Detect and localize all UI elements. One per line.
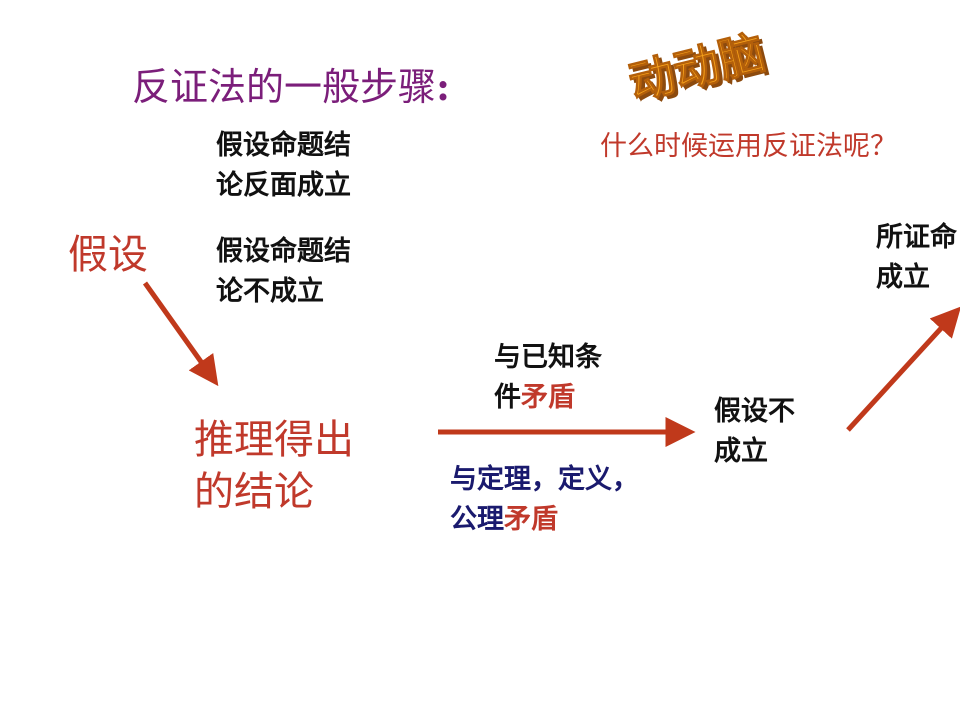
contradiction-2-prefix: 与定理，定义， 公理 xyxy=(450,464,639,535)
title-text: 反证法的一般步骤 xyxy=(132,65,437,109)
title-colon: : xyxy=(436,64,451,109)
assume-desc-2: 假设命题结 论不成立 xyxy=(216,236,351,307)
slide-title: 反证法的一般步骤: xyxy=(132,56,450,111)
arrow-up-right-icon xyxy=(846,306,960,432)
contradiction-1-prefix: 与已知条 件 xyxy=(494,342,602,413)
badge-wordart: 动动脑 动动脑 xyxy=(623,24,774,113)
contradiction-1-suffix: 矛盾 xyxy=(521,382,575,413)
step-proved: 所证命 成立 xyxy=(876,222,957,293)
think-badge: 动动脑 动动脑 xyxy=(618,14,788,114)
step-deduce: 推理得出 的结论 xyxy=(194,417,354,515)
contradiction-2-suffix: 矛盾 xyxy=(504,504,558,535)
step-assume: 假设 xyxy=(68,232,148,278)
contradiction-theorems: 与定理，定义， 公理矛盾 xyxy=(450,460,639,540)
assume-desc-1: 假设命题结 论反面成立 xyxy=(216,130,351,201)
arrow-down-right-icon xyxy=(142,281,219,387)
step-refuted: 假设不 成立 xyxy=(714,396,795,467)
contradiction-known-conditions: 与已知条 件矛盾 xyxy=(494,338,602,418)
question-text: 什么时候运用反证法呢？ xyxy=(600,131,897,162)
